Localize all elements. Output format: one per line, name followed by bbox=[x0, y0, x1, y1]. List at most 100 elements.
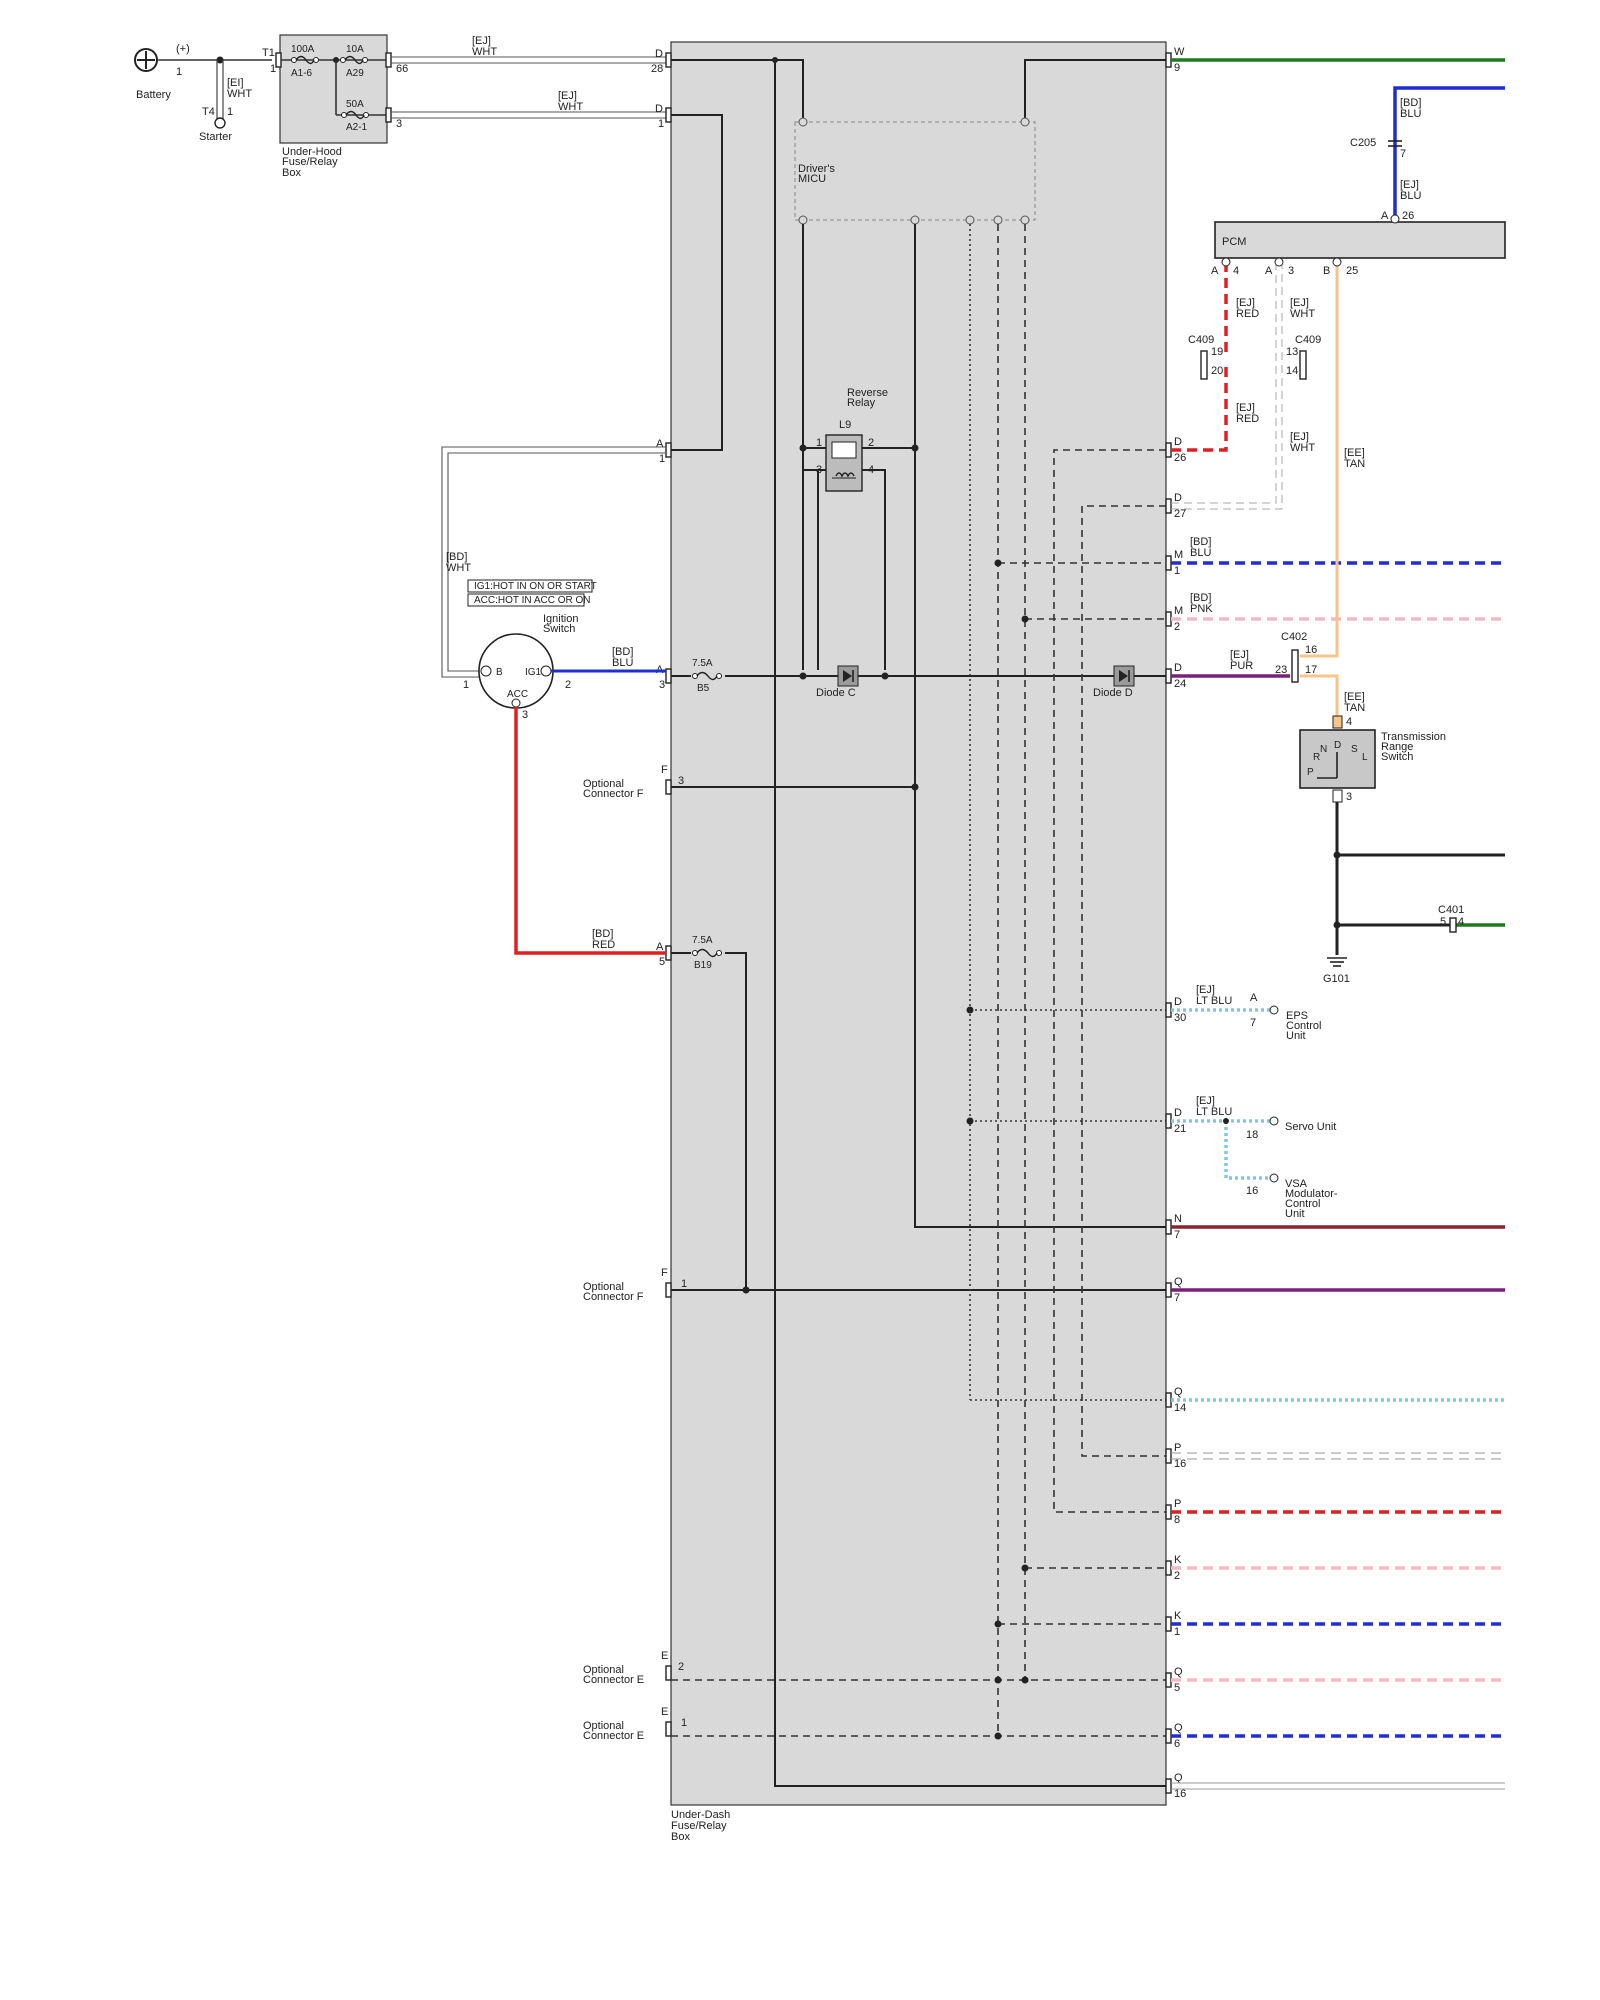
conn-f1: F 1 Optional Connector F bbox=[583, 1267, 687, 1303]
conn-a1-pin: 1 bbox=[659, 453, 665, 465]
rc-d21-pin: 21 bbox=[1174, 1123, 1186, 1135]
conn-d28-id: D bbox=[655, 48, 663, 60]
pcm-a3-conn: A bbox=[1265, 265, 1273, 277]
pcm-b25-pin bbox=[1332, 257, 1342, 267]
rc-m2-code: [BD] bbox=[1190, 592, 1211, 604]
rc-q6-id: Q bbox=[1174, 1722, 1183, 1734]
rc-d27-id: D bbox=[1174, 492, 1182, 504]
conn-f3-id: F bbox=[661, 764, 668, 776]
conn-a3-pin: 3 bbox=[659, 679, 665, 691]
under-dash-label-3: Box bbox=[671, 1831, 690, 1843]
conn-e1-id: E bbox=[661, 1706, 668, 1718]
micu-label-2: MICU bbox=[798, 173, 826, 185]
conn-d28: D 28 bbox=[651, 48, 672, 75]
pcm-wht2-code: [EJ] bbox=[1290, 431, 1309, 443]
fuse-b5-id: B5 bbox=[697, 683, 710, 694]
fuse-b19-amp: 7.5A bbox=[692, 935, 713, 946]
ign-acc-label: ACC bbox=[507, 689, 528, 700]
rc-q7-id: Q bbox=[1174, 1276, 1183, 1288]
fuse-a2-1-amp: 50A bbox=[346, 99, 364, 110]
ign-pin-3: 3 bbox=[522, 709, 528, 721]
ign-red-wire bbox=[514, 707, 666, 955]
fuse-a1-6-amp: 100A bbox=[291, 44, 315, 55]
rc-m2-color: PNK bbox=[1190, 603, 1213, 615]
pcm-a26-pin bbox=[1390, 214, 1400, 224]
pcm-blu-bot-code: [EJ] bbox=[1400, 179, 1419, 191]
relay-label-2: Relay bbox=[847, 397, 876, 409]
fuse-b19-id: B19 bbox=[694, 960, 712, 971]
rc-d30-code: [EJ] bbox=[1196, 984, 1215, 996]
fuse-a1-6 bbox=[291, 55, 319, 65]
pcm-a26-num: 26 bbox=[1402, 210, 1414, 222]
ign-note-2: ACC:HOT IN ACC OR ON bbox=[474, 595, 591, 606]
rc-d21-color: LT BLU bbox=[1196, 1106, 1232, 1118]
ground-node-1 bbox=[1333, 851, 1341, 859]
ign-note-1-box bbox=[467, 579, 593, 593]
outgoing-wires bbox=[1171, 58, 1505, 1790]
conn-a5-id: A bbox=[656, 941, 664, 953]
starter-wire-code: [EI] bbox=[227, 77, 244, 89]
rc-q7-pin: 7 bbox=[1174, 1292, 1180, 1304]
under-dash-label-2: Fuse/Relay bbox=[671, 1820, 727, 1832]
fuse-b5-amp: 7.5A bbox=[692, 658, 713, 669]
ign-b-label: B bbox=[496, 667, 503, 678]
wht-wire-2-code: [EJ] bbox=[558, 90, 577, 102]
conn-a1-id: A bbox=[656, 438, 664, 450]
ign-label-2: Switch bbox=[543, 623, 575, 635]
c402-p17: 17 bbox=[1305, 664, 1317, 676]
pcm-blu-top: BLU bbox=[1400, 108, 1421, 120]
conn-a1: A 1 bbox=[656, 438, 672, 465]
ground-g101-icon bbox=[1327, 957, 1347, 967]
battery-label: Battery bbox=[136, 89, 171, 101]
starter-wire-color: WHT bbox=[227, 88, 252, 100]
trs-label-1: Transmission bbox=[1381, 731, 1446, 743]
ign-blu-code: [BD] bbox=[612, 646, 633, 658]
rc-k2-pin: 2 bbox=[1174, 1570, 1180, 1582]
trs-pos-l: L bbox=[1362, 752, 1368, 763]
conn-f3-pin: 3 bbox=[678, 775, 684, 787]
vsa-terminal bbox=[1269, 1173, 1279, 1183]
conn-f3: F 3 Optional Connector F bbox=[583, 764, 684, 800]
ign-acc-terminal bbox=[511, 698, 521, 708]
pcm-a4-conn: A bbox=[1211, 265, 1219, 277]
c205-connector bbox=[1388, 140, 1402, 147]
conn-e2: E 2 Optional Connector E bbox=[583, 1650, 684, 1686]
starter-pin: 1 bbox=[227, 106, 233, 118]
rc-m1-pin: 1 bbox=[1174, 565, 1180, 577]
fuse-a29-amp: 10A bbox=[346, 44, 364, 55]
rc-w-id: W bbox=[1174, 46, 1185, 58]
micu-label-1: Driver's bbox=[798, 163, 835, 175]
wht-wire-1-code: [EJ] bbox=[472, 35, 491, 47]
ltblue-node bbox=[1223, 1118, 1229, 1124]
vsa-label-1: VSA bbox=[1285, 1178, 1308, 1190]
rc-d30-id: D bbox=[1174, 996, 1182, 1008]
eps-label-2: Control bbox=[1286, 1020, 1321, 1032]
conn-d1-id: D bbox=[655, 103, 663, 115]
pcm-wht2: WHT bbox=[1290, 442, 1315, 454]
conn-f1-id: F bbox=[661, 1267, 668, 1279]
c402-p23: 23 bbox=[1275, 664, 1287, 676]
vsa-label-3: Control bbox=[1285, 1198, 1320, 1210]
c401-connector bbox=[1449, 917, 1457, 933]
ign-note-1: IG1:HOT IN ON OR START bbox=[474, 581, 597, 592]
rc-d30-color: LT BLU bbox=[1196, 995, 1232, 1007]
pcm-a4-num: 4 bbox=[1233, 265, 1239, 277]
rc-k2-id: K bbox=[1174, 1554, 1182, 1566]
pcm-a26-conn: A bbox=[1381, 210, 1389, 222]
rc-d27-pin: 27 bbox=[1174, 508, 1186, 520]
ign-wire-code: [BD] bbox=[446, 551, 467, 563]
ign-wht-wire-a bbox=[441, 446, 666, 678]
rc-n7-id: N bbox=[1174, 1213, 1182, 1225]
c401-label: C401 bbox=[1438, 904, 1464, 916]
rc-m1-code: [BD] bbox=[1190, 536, 1211, 548]
diode-d-label: Diode D bbox=[1093, 687, 1133, 699]
pcm-wht1-code: [EJ] bbox=[1290, 297, 1309, 309]
c402-label: C402 bbox=[1281, 631, 1307, 643]
trs-tan: TAN bbox=[1344, 702, 1365, 714]
rc-q14-pin: 14 bbox=[1174, 1402, 1186, 1414]
rc-k1-id: K bbox=[1174, 1610, 1182, 1622]
fuse-a2-1 bbox=[341, 110, 369, 120]
pcm-a3-pin bbox=[1274, 257, 1284, 267]
pcm-tan-code: [EE] bbox=[1344, 447, 1365, 459]
diode-d bbox=[1113, 665, 1135, 687]
